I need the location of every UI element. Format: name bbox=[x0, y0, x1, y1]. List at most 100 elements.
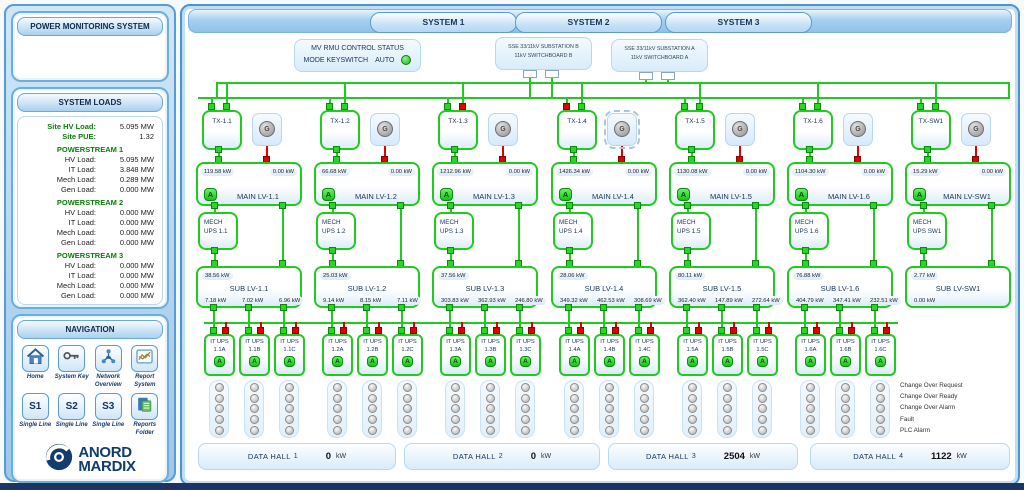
generator-icon[interactable]: G bbox=[961, 113, 991, 146]
nav-button-folder[interactable] bbox=[131, 393, 159, 420]
nav-button-key[interactable] bbox=[58, 345, 86, 372]
connector-stub bbox=[600, 304, 607, 311]
tx-box[interactable]: TX-SW1 bbox=[911, 110, 951, 150]
nav-button-label: Home bbox=[26, 374, 44, 380]
legend-label: PLC Alarm bbox=[900, 426, 931, 434]
sub-lv-label: SUB LV-1.4 bbox=[584, 284, 624, 293]
connector-stub bbox=[565, 327, 572, 334]
it-ups-label: IT UPS bbox=[446, 339, 465, 345]
nav-button-home[interactable] bbox=[21, 345, 49, 372]
tx-box[interactable]: TX-1.2 bbox=[320, 110, 360, 150]
system-tab-1[interactable]: SYSTEM 1 bbox=[370, 12, 517, 33]
logo-line1: ANORD bbox=[78, 443, 132, 461]
feeder-line bbox=[531, 322, 533, 327]
tx-box[interactable]: TX-1.4 bbox=[557, 110, 597, 150]
substation-a-box[interactable]: SSE 33/11kV SUBSTATION A 11kV SWITCHBOAR… bbox=[611, 39, 708, 72]
connector-stub bbox=[836, 304, 843, 311]
status-lamp bbox=[450, 415, 460, 425]
system-tab-2[interactable]: SYSTEM 2 bbox=[515, 12, 662, 33]
kw-readout: 462.53 kW bbox=[594, 296, 628, 305]
load-row: Gen Load:0.000 MW bbox=[26, 238, 154, 248]
generator-icon[interactable]: G bbox=[488, 113, 518, 146]
feeder-line bbox=[331, 308, 333, 327]
it-ups-label: 1.1C bbox=[283, 346, 296, 353]
status-lamp bbox=[485, 415, 495, 425]
status-lamp-column bbox=[445, 380, 465, 438]
tx-box[interactable]: TX-1.1 bbox=[202, 110, 242, 150]
generator-icon[interactable]: G bbox=[843, 113, 873, 146]
app-title: POWER MONITORING SYSTEM bbox=[17, 17, 163, 36]
nav-button-network[interactable] bbox=[94, 345, 122, 372]
tx-box[interactable]: TX-1.6 bbox=[793, 110, 833, 150]
feeder-line bbox=[615, 322, 617, 327]
generator-icon[interactable]: G bbox=[252, 113, 282, 146]
feeder-line bbox=[569, 206, 571, 212]
load-label: IT Load: bbox=[68, 165, 96, 174]
substation-b-box[interactable]: SSE 33/11kV SUBSTATION B 11kV SWITCHBOAR… bbox=[495, 37, 592, 70]
generator-icon[interactable]: G bbox=[370, 113, 400, 146]
status-lamp bbox=[805, 404, 815, 414]
generator-icon[interactable]: G bbox=[604, 110, 640, 149]
logo-swoosh-icon bbox=[44, 442, 74, 477]
feeder-line bbox=[496, 322, 498, 327]
status-lamp bbox=[805, 393, 815, 403]
s2-button[interactable]: S2 bbox=[58, 393, 86, 420]
nav-cell: System Key bbox=[54, 345, 91, 389]
status-lamp-column bbox=[682, 380, 702, 438]
tx-box[interactable]: TX-1.5 bbox=[675, 110, 715, 150]
nav-button-report[interactable] bbox=[131, 345, 159, 372]
it-ups-label: 1.5B bbox=[721, 346, 734, 353]
generator-icon[interactable]: G bbox=[725, 113, 755, 146]
s3-button[interactable]: S3 bbox=[94, 393, 122, 420]
s1-button[interactable]: S1 bbox=[21, 393, 49, 420]
kw-readout: 1212.96 kW bbox=[437, 167, 474, 176]
system-tab-3[interactable]: SYSTEM 3 bbox=[665, 12, 812, 33]
tx-box[interactable]: TX-1.3 bbox=[438, 110, 478, 150]
connector-stub bbox=[577, 327, 584, 334]
status-lamp bbox=[249, 426, 259, 436]
